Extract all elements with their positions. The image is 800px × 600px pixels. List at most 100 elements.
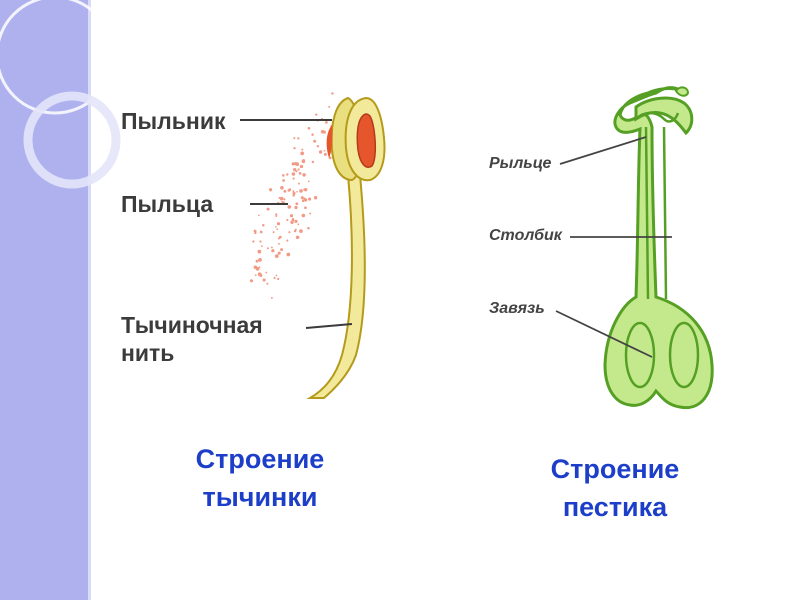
label-filament-line2: нить xyxy=(121,340,175,366)
pollen-dot xyxy=(307,227,310,230)
pollen-dot xyxy=(274,254,279,258)
label-pollen: Пыльца xyxy=(121,191,214,217)
pollen-dot xyxy=(277,251,281,255)
style-canal xyxy=(635,111,680,300)
pollen-dot xyxy=(286,173,289,176)
caption-stamen-line1: Строение xyxy=(195,444,325,474)
pollen-dot xyxy=(292,177,295,180)
pollen-dot xyxy=(270,246,273,249)
pollen-dot xyxy=(266,207,270,211)
pollen-dots xyxy=(249,92,346,299)
pollen-dot xyxy=(300,151,305,156)
pollen-dot xyxy=(276,222,281,226)
pollen-dot xyxy=(290,220,294,224)
label-ovary: Завязь xyxy=(489,300,545,317)
pollen-dot xyxy=(297,168,300,171)
pollen-dot xyxy=(257,214,260,217)
pollen-dot xyxy=(277,237,280,240)
pollen-dot xyxy=(295,162,300,166)
caption-stamen: Строение тычинки xyxy=(160,440,360,516)
pollen-dot xyxy=(262,278,266,282)
pollen-dot xyxy=(299,189,303,193)
caption-pistil-line2: пестика xyxy=(562,492,668,522)
pollen-dot xyxy=(299,164,304,169)
pollen-dot xyxy=(271,249,275,253)
pollen-dot xyxy=(272,231,275,234)
label-anther: Пыльник xyxy=(121,108,226,134)
pollen-dot xyxy=(303,198,308,202)
pollen-dot xyxy=(294,219,298,223)
pollen-dot xyxy=(255,259,259,263)
pollen-dot xyxy=(291,172,296,176)
pollen-dot xyxy=(292,190,295,193)
pollen-dot xyxy=(292,191,296,195)
pollen-dot xyxy=(274,226,277,228)
pollen-dot xyxy=(282,179,285,182)
label-stigma: Рыльце xyxy=(489,155,552,172)
pollen-dot xyxy=(279,196,284,201)
leader-stigma xyxy=(559,136,647,165)
stigma-notch xyxy=(674,86,690,97)
pollen-dot xyxy=(301,148,304,151)
pollen-dot xyxy=(282,174,285,177)
pollen-dot xyxy=(252,240,255,243)
pollen-dot xyxy=(301,199,305,202)
pollen-dot xyxy=(288,231,291,234)
pollen-dot xyxy=(249,279,254,283)
pollen-dot xyxy=(298,182,300,185)
pollen-sac xyxy=(356,113,377,168)
pollen-dot xyxy=(301,159,306,164)
pollen-dot xyxy=(265,271,268,274)
ovule-right xyxy=(668,321,700,389)
filament xyxy=(306,174,366,399)
pollen-dot xyxy=(323,149,326,152)
ovule-left xyxy=(624,321,656,389)
pollen-dot xyxy=(280,185,284,190)
pollen-dot xyxy=(266,282,269,285)
pollen-dot xyxy=(283,198,286,201)
pollen-dot xyxy=(318,150,323,154)
caption-stamen-line2: тычинки xyxy=(202,482,318,512)
pollen-dot xyxy=(307,180,310,183)
caption-pistil: Строение пестика xyxy=(515,450,715,526)
pollen-dot xyxy=(254,274,257,277)
label-style: Столбик xyxy=(489,227,562,244)
pollen-dot xyxy=(273,276,276,280)
caption-pistil-line1: Строение xyxy=(550,454,680,484)
pollen-dot xyxy=(320,130,325,134)
pollen-dot xyxy=(258,266,261,268)
pollen-dot xyxy=(323,152,327,156)
pollen-dot xyxy=(288,188,292,191)
pollen-dot xyxy=(316,145,320,148)
pollen-dot xyxy=(297,223,300,226)
pollen-dot xyxy=(266,247,269,250)
pollen-dot xyxy=(283,189,287,193)
pollen-dot xyxy=(286,239,289,242)
pollen-dot xyxy=(259,230,263,234)
pollen-dot xyxy=(293,168,297,172)
sidebar-edge xyxy=(88,0,91,600)
pollen-dot xyxy=(313,139,317,143)
pollen-dot xyxy=(253,265,258,269)
label-filament-line1: Тычиночная xyxy=(121,312,263,338)
pollen-dot xyxy=(309,212,312,215)
pollen-dot xyxy=(287,205,292,209)
pollen-dot xyxy=(291,162,295,166)
pollen-dot xyxy=(325,121,328,124)
pollen-dot xyxy=(259,240,262,243)
pollen-dot xyxy=(277,277,280,281)
pollen-dot xyxy=(289,214,294,218)
pollen-dot xyxy=(328,105,331,108)
pollen-dot xyxy=(253,229,257,233)
decorative-circles xyxy=(0,0,121,189)
leader-filament xyxy=(305,323,353,329)
leader-ovary xyxy=(555,310,653,358)
pollen-dot xyxy=(286,218,289,222)
pollen-dot xyxy=(295,202,299,206)
pollen-dot xyxy=(278,242,280,245)
pollen-dot xyxy=(258,258,262,262)
pistil-illustration xyxy=(555,86,714,410)
pollen-dot xyxy=(311,160,315,164)
pollen-dot xyxy=(303,188,306,191)
pollen-dot xyxy=(280,248,284,252)
